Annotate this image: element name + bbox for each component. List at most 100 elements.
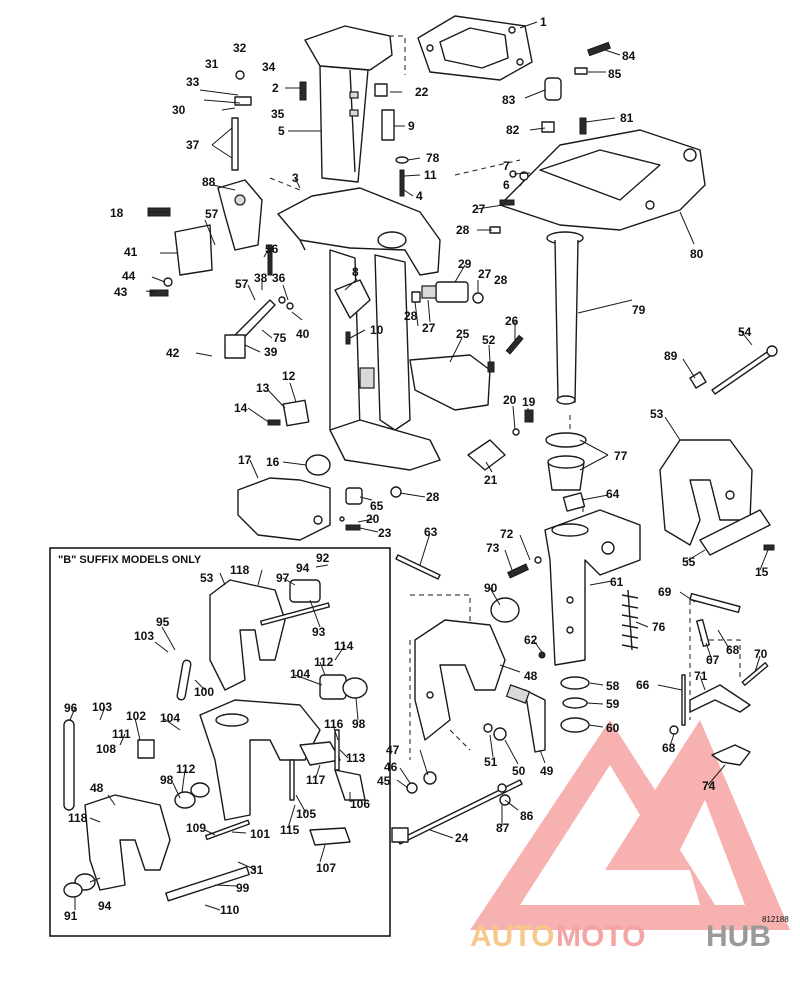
callout-84: 84 (622, 49, 636, 63)
bracket-25 (409, 354, 491, 411)
callout-113: 113 (346, 751, 366, 765)
callout-77: 77 (614, 449, 628, 463)
callout-104a: 104 (160, 711, 180, 725)
callout-94a: 94 (296, 561, 310, 575)
callout-115: 115 (280, 823, 300, 837)
callout-13: 13 (256, 381, 270, 395)
callout-5: 5 (278, 124, 285, 138)
callout-85: 85 (608, 67, 622, 81)
exhaust-housing (304, 25, 393, 183)
adapter-plate (277, 187, 441, 276)
callout-100: 100 (194, 685, 214, 699)
callout-112a: 112 (314, 655, 334, 669)
bolt-54 (711, 345, 778, 395)
callout-57b: 57 (235, 277, 249, 291)
lower-cowl-17 (237, 477, 331, 541)
callout-9: 9 (408, 119, 415, 133)
pad-55 (699, 509, 771, 556)
callout-25: 25 (456, 327, 470, 341)
callout-28b: 28 (494, 273, 508, 287)
callout-12: 12 (282, 369, 296, 383)
stern-bracket-61 (544, 509, 641, 666)
tilt-lever-49 (505, 684, 546, 753)
callout-58: 58 (606, 679, 620, 693)
callout-27a: 27 (472, 202, 486, 216)
callout-62: 62 (524, 633, 538, 647)
callout-97: 97 (276, 571, 290, 585)
callout-18: 18 (110, 206, 124, 220)
swivel-bracket-80 (499, 129, 706, 231)
leader-lines (69, 21, 769, 911)
callout-70: 70 (754, 647, 768, 661)
lock-clip-74 (711, 744, 751, 766)
callout-103b: 103 (134, 629, 154, 643)
callout-31a: 31 (205, 57, 219, 71)
callout-102: 102 (126, 709, 146, 723)
callout-66: 66 (636, 678, 650, 692)
callout-26: 26 (505, 314, 519, 328)
callout-23: 23 (378, 526, 392, 540)
callout-81: 81 (620, 111, 634, 125)
shift-rod-39 (224, 299, 276, 359)
callout-75: 75 (273, 331, 287, 345)
callout-79: 79 (632, 303, 646, 317)
callout-16: 16 (266, 455, 280, 469)
callout-117: 117 (306, 773, 326, 787)
callout-27c: 27 (422, 321, 436, 335)
callout-108: 108 (96, 742, 116, 756)
callout-57a: 57 (205, 207, 219, 221)
callout-61: 61 (610, 575, 624, 589)
callout-21: 21 (484, 473, 498, 487)
callout-69: 69 (658, 585, 672, 599)
shift-lever-88 (217, 179, 263, 251)
part-21 (467, 439, 506, 471)
callout-1: 1 (540, 15, 547, 29)
callout-71: 71 (694, 669, 708, 683)
callout-51: 51 (484, 755, 498, 769)
callout-36: 36 (272, 271, 286, 285)
cover-plate (417, 15, 533, 81)
callout-labels: 1 2 3 4 5 6 7 8 9 10 11 12 13 14 15 16 1… (64, 15, 769, 923)
callout-83: 83 (502, 93, 516, 107)
callout-35: 35 (271, 107, 285, 121)
callout-118b: 118 (68, 811, 88, 825)
callout-48a: 48 (524, 669, 538, 683)
callout-73: 73 (486, 541, 500, 555)
callout-27b: 27 (478, 267, 492, 281)
callout-89: 89 (664, 349, 678, 363)
callout-7: 7 (503, 159, 510, 173)
callout-55: 55 (682, 555, 696, 569)
callout-98b: 98 (352, 717, 366, 731)
callout-116: 116 (324, 717, 344, 731)
clamp-bracket-53 (659, 439, 753, 546)
part-65 (345, 487, 363, 505)
callout-74: 74 (702, 779, 716, 793)
callout-4: 4 (416, 189, 423, 203)
callout-72: 72 (500, 527, 514, 541)
callout-111: 111 (112, 727, 131, 741)
coupler-29 (421, 281, 469, 303)
callout-30: 30 (172, 103, 186, 117)
callout-76: 76 (652, 620, 666, 634)
rods-37 (231, 117, 239, 171)
watermark-logo (470, 720, 790, 930)
callout-28a: 28 (456, 223, 470, 237)
callout-49: 49 (540, 764, 554, 778)
callout-45: 45 (377, 774, 391, 788)
callout-109: 109 (186, 821, 206, 835)
callout-33: 33 (186, 75, 200, 89)
callout-46: 46 (384, 760, 398, 774)
callout-65: 65 (370, 499, 384, 513)
callout-53b: 53 (200, 571, 214, 585)
bolt-63 (395, 554, 441, 580)
inset-b-suffix-models (49, 547, 391, 937)
tilt-lock-71 (689, 684, 751, 713)
callout-80: 80 (690, 247, 704, 261)
callout-107: 107 (316, 861, 336, 875)
part-64 (562, 492, 586, 512)
callout-91: 91 (64, 909, 78, 923)
watermark-hub: HUB (706, 920, 771, 953)
callout-17: 17 (238, 453, 252, 467)
